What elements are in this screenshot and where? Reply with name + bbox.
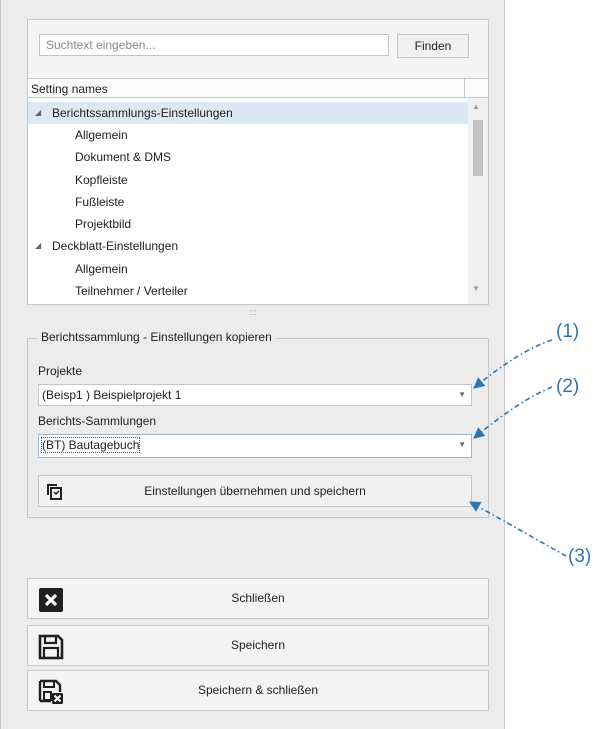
tree-row-label: Berichtssammlungs-Einstellungen (52, 106, 233, 120)
tree-row-allgemein[interactable]: Allgemein (28, 124, 468, 146)
chevron-down-icon[interactable]: ▼ (458, 390, 466, 399)
tree-row-label: Kopfleiste (75, 173, 128, 187)
tree-row-dokument-dms[interactable]: Dokument & DMS (28, 146, 468, 168)
tree-row-label: Deckblatt-Einstellungen (52, 239, 179, 253)
tree-column-header[interactable]: Setting names (28, 78, 488, 98)
callout-label-2: (2) (556, 376, 580, 397)
callout-label-1: (1) (556, 321, 580, 342)
floppy-disk-close-icon (38, 679, 63, 704)
save-and-close-label: Speichern & schließen (197, 683, 319, 697)
find-button[interactable]: Finden (397, 34, 469, 58)
tree-row-label: Dokument & DMS (75, 150, 172, 164)
splitter-grip-icon[interactable]: :::::: (248, 308, 256, 317)
tree-row-label: Projektbild (75, 217, 132, 231)
scroll-thumb[interactable] (473, 120, 483, 176)
close-button[interactable]: Schließen (27, 578, 489, 619)
callout-label-3: (3) (568, 546, 592, 567)
expand-collapse-icon[interactable]: ◢ (35, 108, 42, 117)
tree-row-label: Fußleiste (75, 195, 125, 209)
save-and-close-button[interactable]: Speichern & schließen (27, 670, 489, 711)
callout-arrow-1 (473, 339, 553, 389)
callout-arrow-3 (469, 501, 567, 557)
apply-settings-button[interactable]: Einstellungen übernehmen und speichern (38, 475, 472, 507)
chevron-down-icon[interactable]: ▼ (458, 440, 466, 449)
column-header-label: Setting names (31, 82, 108, 96)
collections-label: Berichts-Sammlungen (38, 414, 157, 428)
callout-arrow-2 (473, 386, 553, 439)
tree-row-label: Allgemein (75, 262, 128, 276)
tree-row-label: Teilnehmer / Verteiler (75, 284, 188, 298)
tree-row-teilnehmer-verteiler[interactable]: Teilnehmer / Verteiler (28, 280, 468, 302)
collections-value: (BT) Bautagebuch (40, 437, 141, 453)
settings-panel: Finden Setting names ◢ Berichtssammlungs… (0, 0, 505, 729)
tree-row-deckblatt-einstellungen[interactable]: ◢ Deckblatt-Einstellungen (28, 235, 468, 257)
tree-row-fussleiste[interactable]: Fußleiste (28, 191, 468, 213)
column-divider (464, 79, 465, 97)
save-button[interactable]: Speichern (27, 625, 489, 666)
copy-group-title: Berichtssammlung - Einstellungen kopiere… (37, 330, 276, 344)
scroll-up-icon[interactable]: ▲ (472, 102, 480, 111)
projects-dropdown[interactable]: (Beisp1 ) Beispielprojekt 1 ▼ (38, 384, 472, 406)
close-label: Schließen (231, 591, 285, 605)
tree-row-kopfleiste[interactable]: Kopfleiste (28, 169, 468, 191)
save-label: Speichern (230, 638, 286, 652)
floppy-disk-icon (38, 634, 64, 660)
tree-row-allgemein-2[interactable]: Allgemein (28, 258, 468, 280)
close-x-icon (39, 588, 63, 612)
tree-scrollbar[interactable]: ▲ ▼ (468, 98, 488, 304)
projects-value: (Beisp1 ) Beispielprojekt 1 (42, 388, 182, 402)
projects-label: Projekte (38, 364, 83, 378)
tree-row-projektbild[interactable]: Projektbild (28, 213, 468, 235)
tree-row-label: Allgemein (75, 128, 128, 142)
collections-dropdown[interactable]: (BT) Bautagebuch ▼ (38, 434, 472, 458)
expand-collapse-icon[interactable]: ◢ (35, 241, 42, 250)
apply-settings-label: Einstellungen übernehmen und speichern (144, 484, 366, 498)
search-input[interactable] (39, 34, 389, 56)
scroll-down-icon[interactable]: ▼ (472, 284, 480, 293)
settings-tree: ◢ Berichtssammlungs-Einstellungen Allgem… (28, 98, 468, 304)
copy-settings-icon (47, 484, 62, 500)
tree-row-berichtssammlungs-einstellungen[interactable]: ◢ Berichtssammlungs-Einstellungen (28, 102, 468, 124)
